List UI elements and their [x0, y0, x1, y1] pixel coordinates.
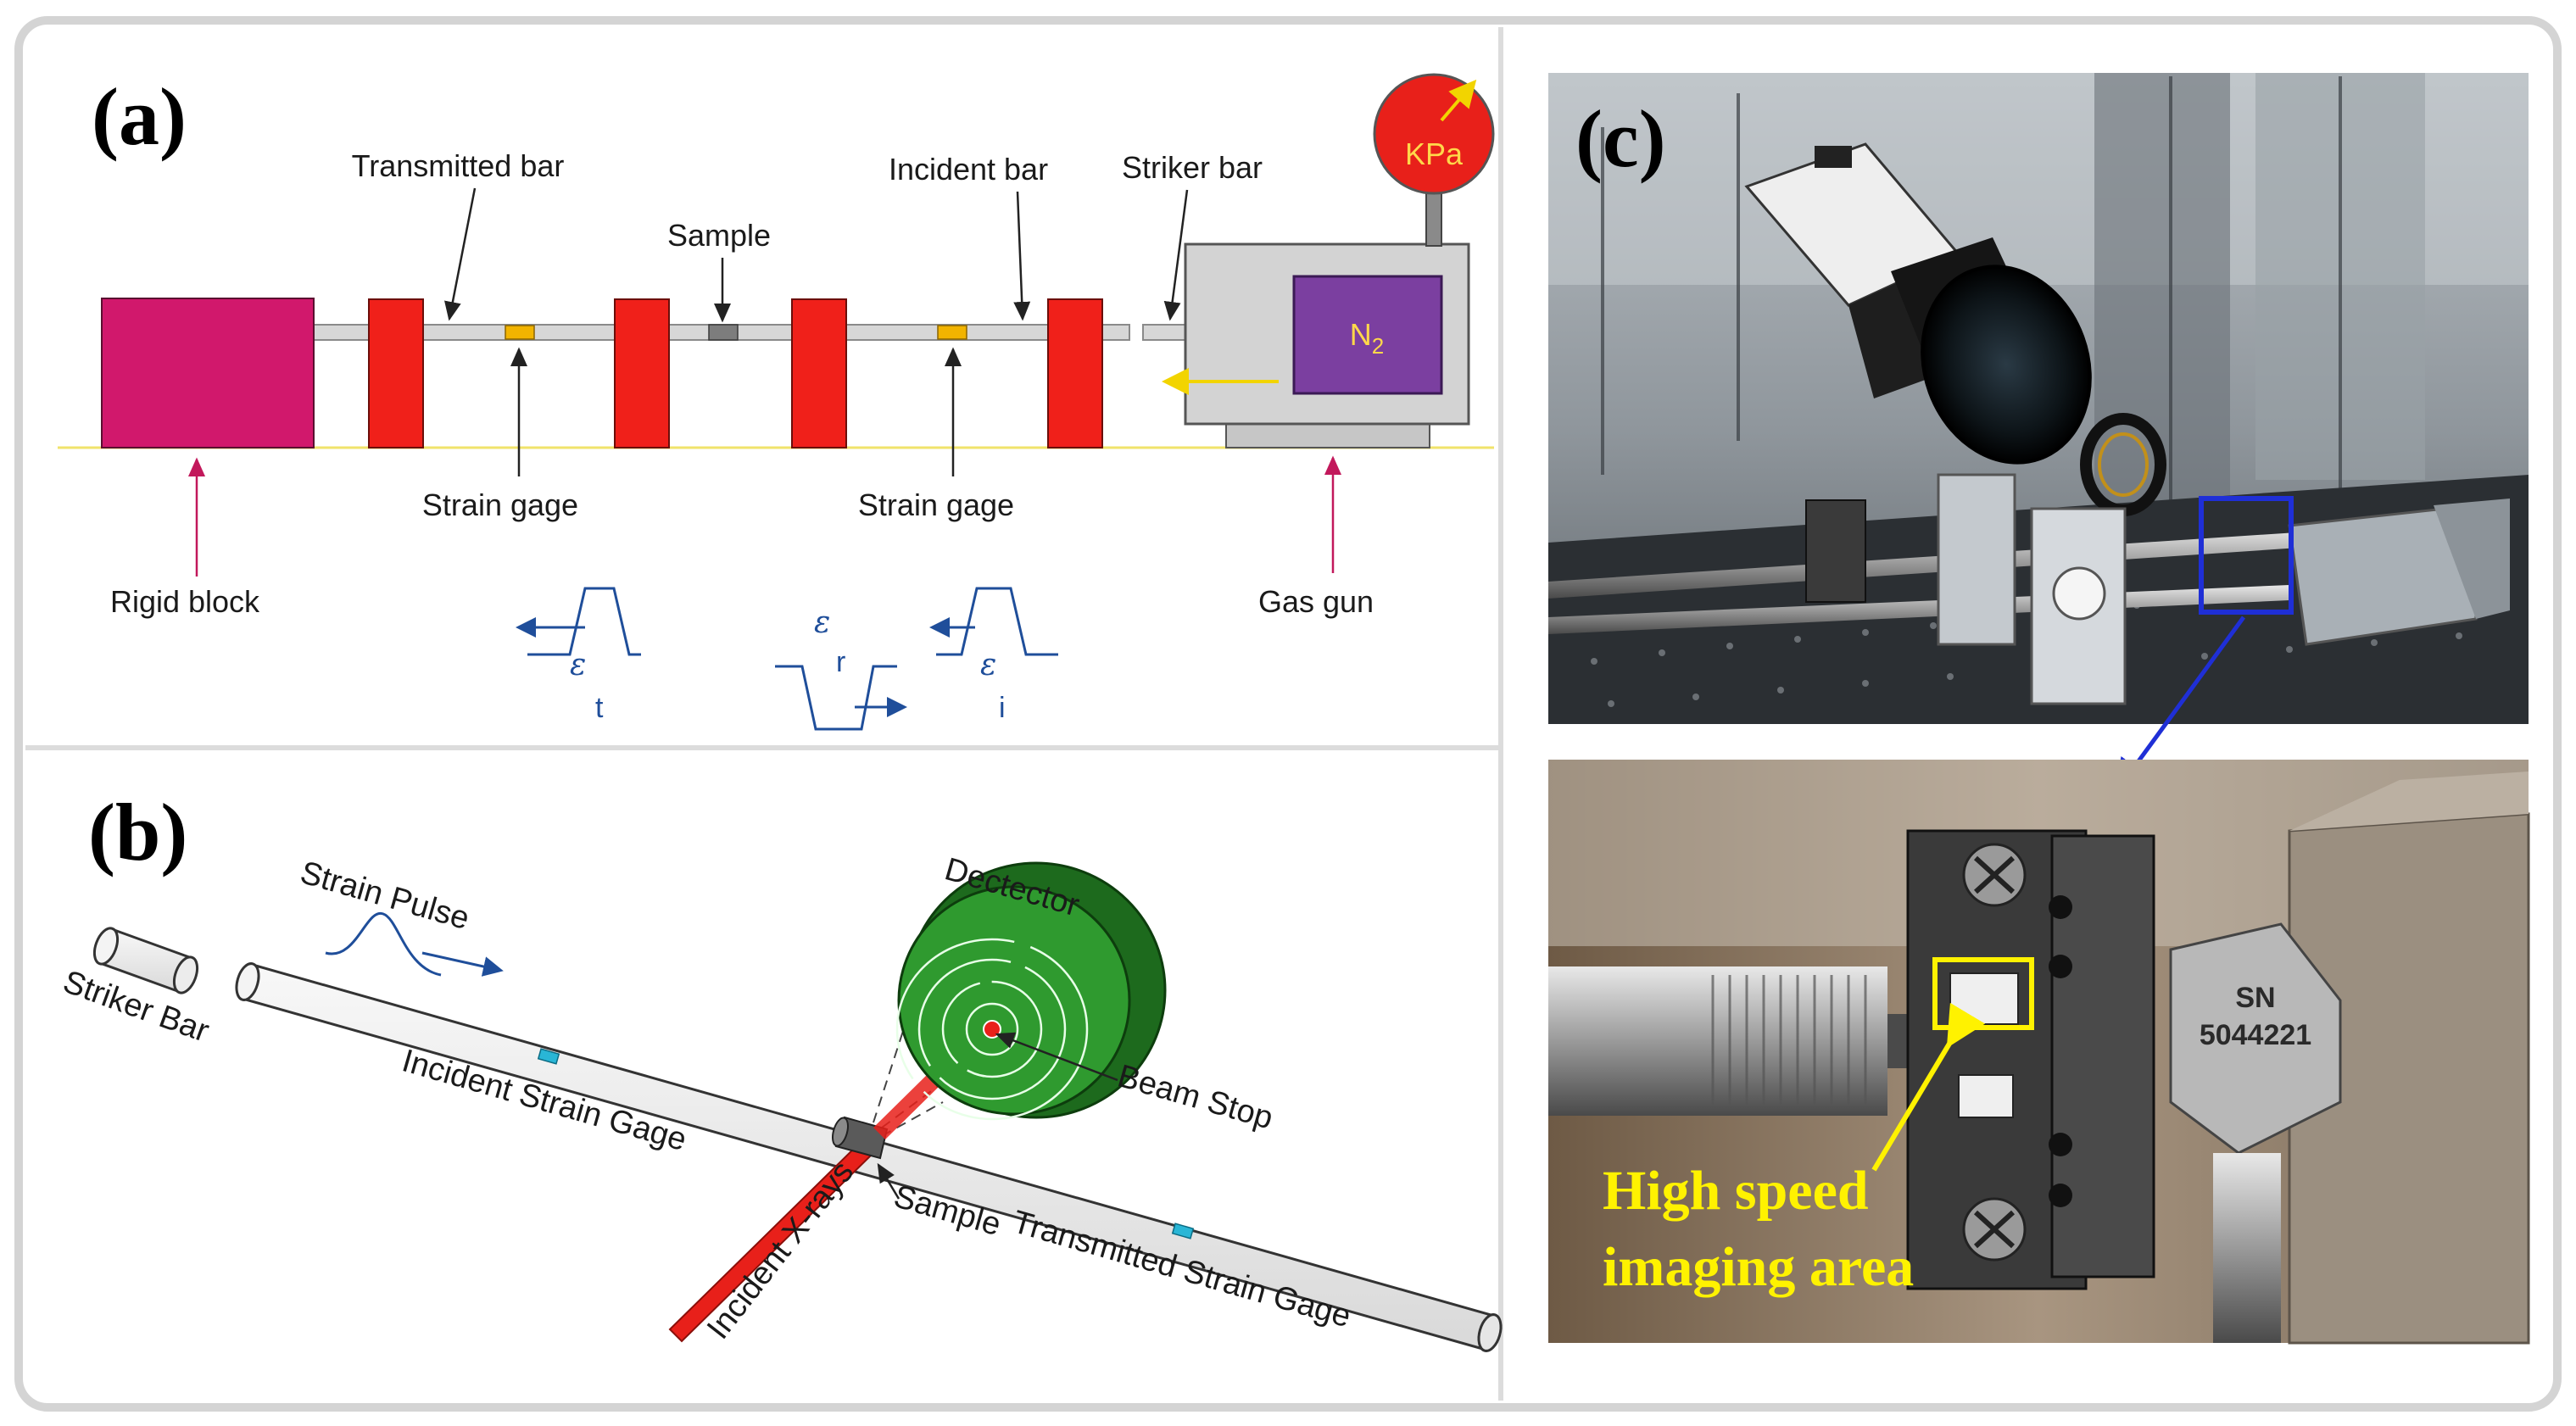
pressure-gauge — [1373, 73, 1495, 195]
panel-b-label: (b) — [88, 787, 187, 877]
highlight-box — [2199, 496, 2294, 615]
gas-gun-label: Gas gun — [1258, 584, 1374, 619]
strain-gage-left-label: Strain gage — [422, 487, 578, 522]
strain-gage-transmitted — [505, 325, 535, 340]
rigid-block — [101, 298, 315, 448]
support-2 — [614, 298, 670, 448]
sample-pointer-b — [877, 1162, 900, 1200]
gauge-needle — [1440, 79, 1477, 122]
camera-lens — [1921, 265, 2092, 465]
transmitted-bar-pointer — [444, 187, 477, 321]
sample-label: Sample — [667, 218, 771, 253]
strain-pulse-wave — [325, 911, 504, 977]
sample-block — [708, 324, 739, 341]
imaging-area-arrow — [1871, 1002, 1986, 1172]
pulse-incident: ε i — [929, 587, 1058, 724]
serial-number-line1: SN — [2235, 982, 2275, 1014]
striker-bar-cylinder — [92, 927, 199, 994]
incident-gage-marker — [537, 1048, 560, 1065]
closeup-rod — [1548, 966, 1887, 1116]
pulse-reflected: ε r — [775, 605, 907, 731]
svg-text:ε: ε — [814, 605, 830, 640]
gun-base — [1225, 421, 1430, 448]
gas-chamber-label: N2 — [1350, 317, 1384, 359]
panel-a-schematic: (a) N2 KPa Transmitted bar Sample — [58, 71, 1495, 731]
panel-c-label: (c) — [1575, 93, 1666, 184]
support-3 — [791, 298, 847, 448]
transmitted-gage-marker — [1171, 1223, 1195, 1239]
svg-text:i: i — [999, 692, 1006, 724]
support-4 — [1047, 298, 1103, 448]
svg-text:ε: ε — [980, 648, 996, 682]
imaging-label-line1: High speed — [1603, 1160, 1869, 1222]
incident-bar-pointer — [1013, 191, 1031, 321]
strain-gage-incident — [937, 325, 967, 340]
zoom-arrow — [2115, 616, 2246, 794]
gauge-unit-label: KPa — [1405, 136, 1464, 171]
transmitted-bar-label: Transmitted bar — [352, 148, 565, 183]
panel-a-label: (a) — [92, 71, 187, 162]
panel-c-lab-photo: (c) — [1548, 73, 2529, 794]
svg-text:ε: ε — [570, 648, 586, 682]
strain-gage-right-label: Strain gage — [858, 487, 1014, 522]
gas-chamber — [1292, 275, 1443, 395]
pulse-transmitted: ε t — [516, 587, 641, 724]
load-cell — [2169, 922, 2342, 1155]
support-1 — [368, 298, 424, 448]
imaging-label-line2: imaging area — [1603, 1236, 1914, 1298]
striker-bar-label: Striker bar — [1122, 150, 1263, 185]
panel-c-closeup-photo: SN 5044221 High speed imaging area — [1548, 760, 2530, 1345]
incident-bar-label: Incident bar — [889, 152, 1048, 187]
beam-stop-pointer — [995, 1032, 1118, 1082]
striker-bar-pointer — [1163, 189, 1189, 321]
gauge-stem — [1425, 186, 1442, 247]
detector-disk — [895, 861, 1167, 1121]
svg-text:r: r — [836, 646, 845, 678]
serial-number-line2: 5044221 — [2200, 1019, 2311, 1051]
svg-text:t: t — [595, 692, 604, 724]
rigid-block-label: Rigid block — [110, 584, 260, 619]
